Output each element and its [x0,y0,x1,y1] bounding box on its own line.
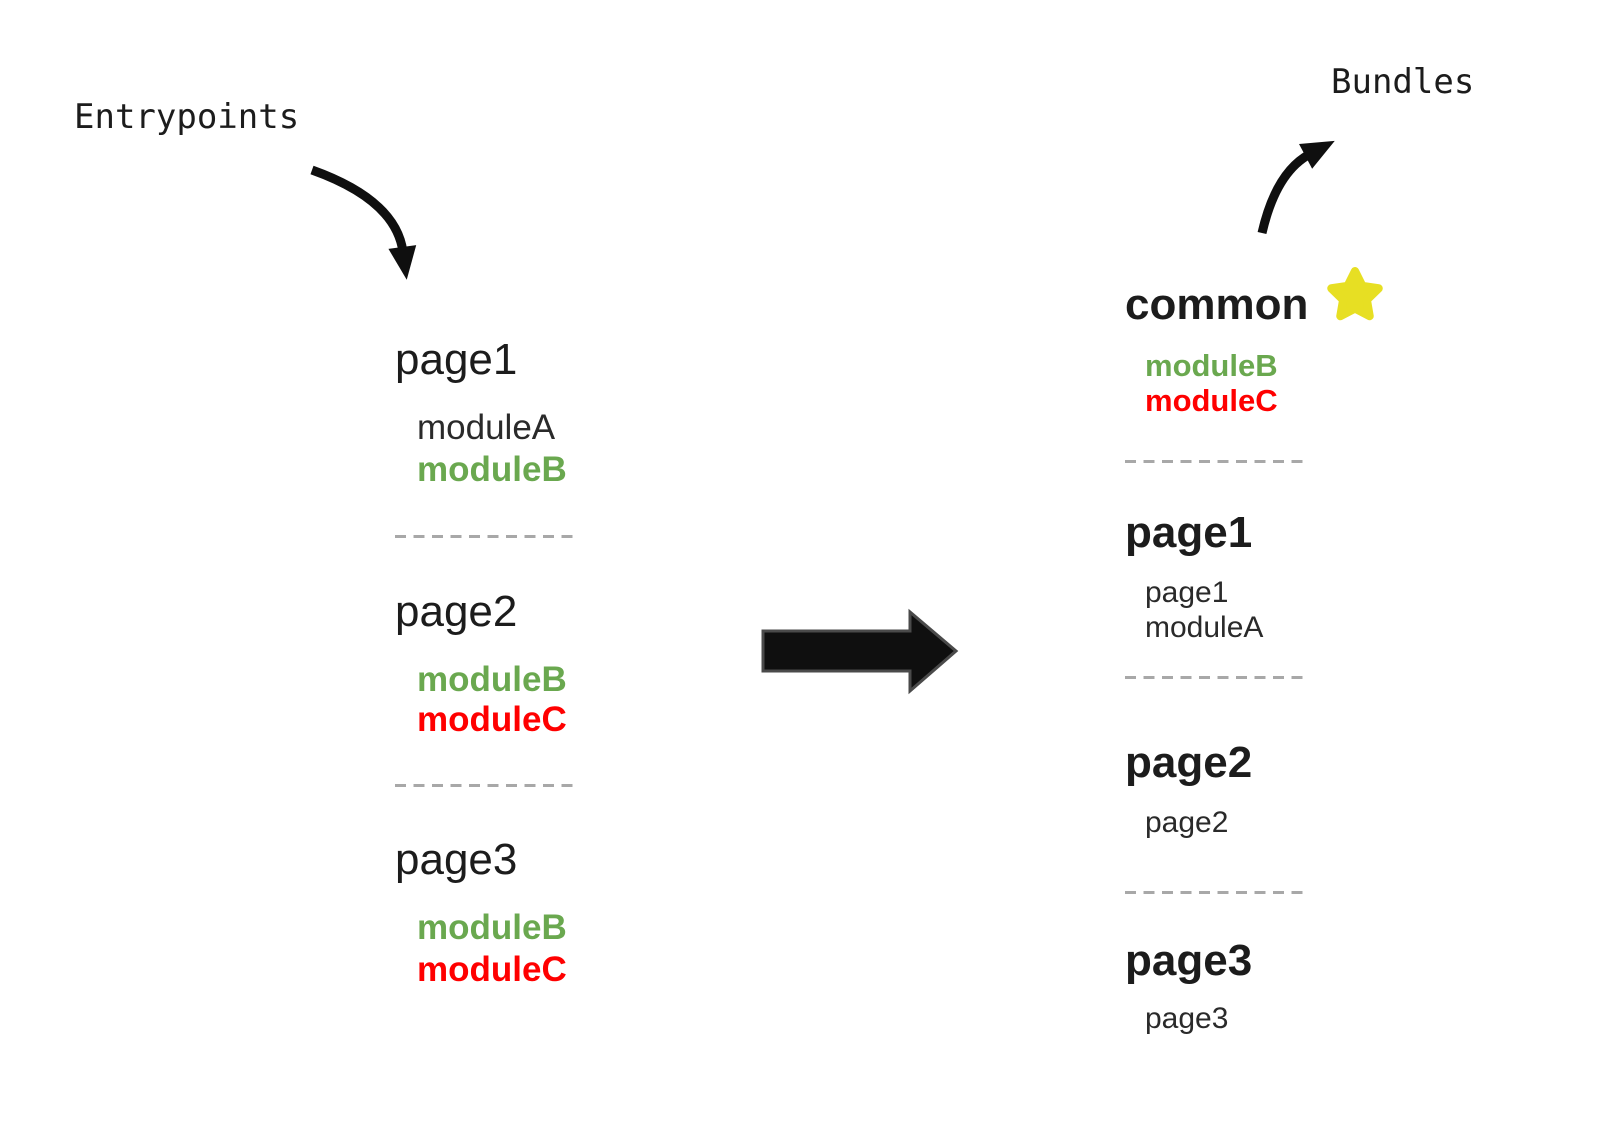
module-item: moduleC [417,700,567,739]
transform-arrow [761,608,959,695]
module-item: page1 [1145,576,1229,609]
module-item: moduleA [1145,611,1264,644]
dashed-divider [1125,460,1303,463]
module-item: moduleB [417,908,567,947]
module-item: moduleB [417,660,567,699]
dashed-divider [1125,891,1303,894]
dashed-divider [395,535,577,538]
entrypoints-label: Entrypoints [74,97,300,137]
bundle-page1-title: page1 [1125,508,1253,557]
module-item: moduleB [1145,348,1278,383]
bundles-label: Bundles [1331,62,1475,102]
bundle-page3-title: page3 [1125,936,1253,985]
module-item: moduleB [417,450,567,489]
dashed-divider [1125,676,1303,679]
entrypoint-page1-title: page1 [395,335,518,384]
module-item: page3 [1145,1002,1229,1035]
entrypoints-arrow [310,165,417,280]
module-item: moduleA [417,408,556,447]
module-item: moduleC [1145,383,1278,418]
module-item: moduleC [417,950,567,989]
module-item: page2 [1145,806,1229,839]
bundle-page2-title: page2 [1125,738,1253,787]
bundles-arrow [1257,140,1335,235]
bundle-common-title: common [1125,280,1309,329]
entrypoint-page3-title: page3 [395,835,518,884]
entrypoint-page2-title: page2 [395,587,518,636]
dashed-divider [395,784,577,787]
star-icon [1327,267,1383,321]
